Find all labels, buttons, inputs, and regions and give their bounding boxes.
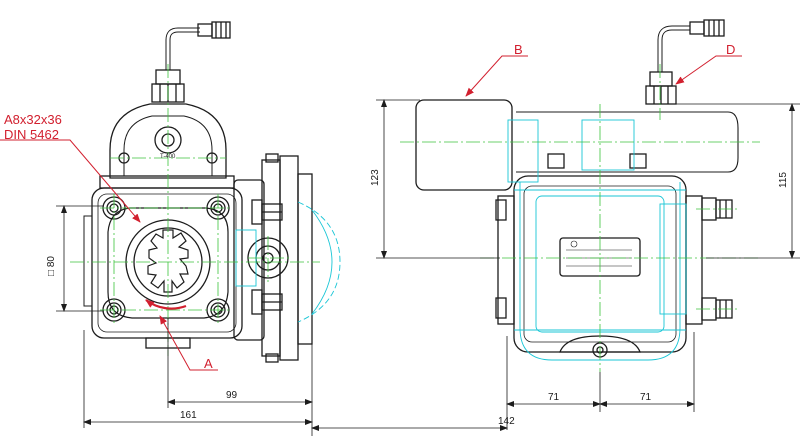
rotation-arrow (145, 299, 187, 310)
callout-A: A (204, 356, 213, 371)
dim-161: 161 (180, 410, 197, 421)
dim-115: 115 (778, 172, 789, 188)
center-lines-left (70, 64, 320, 356)
front-body (91, 187, 243, 339)
dim-142: 142 (498, 416, 515, 427)
spline-shaft (147, 229, 189, 293)
dim-123: 123 (370, 169, 381, 186)
dim-71-right: 71 (640, 392, 652, 403)
dimensions-right (311, 99, 800, 436)
hydraulic-fittings (701, 197, 733, 321)
side-block (233, 179, 265, 341)
dim-71-left: 71 (548, 392, 560, 403)
center-lines-right (400, 64, 760, 372)
dimensions-left (56, 205, 313, 428)
hidden-lines-right (507, 119, 687, 361)
motor-B (415, 99, 513, 191)
dim-square-80: □ 80 (46, 256, 57, 276)
cable-left (165, 21, 231, 70)
callout-D: D (726, 42, 736, 57)
dim-99: 99 (226, 390, 238, 401)
switch-cap (109, 103, 227, 179)
cap-marking: T-400 (160, 154, 176, 160)
leaders-left (0, 139, 218, 371)
leaders-right (465, 55, 742, 97)
spline-spec-label: A8x32x36 (4, 112, 62, 127)
front-view (83, 21, 313, 363)
cable-right (657, 19, 725, 72)
callout-B: B (514, 42, 523, 57)
spline-standard-label: DIN 5462 (4, 127, 59, 142)
side-view (415, 19, 739, 358)
